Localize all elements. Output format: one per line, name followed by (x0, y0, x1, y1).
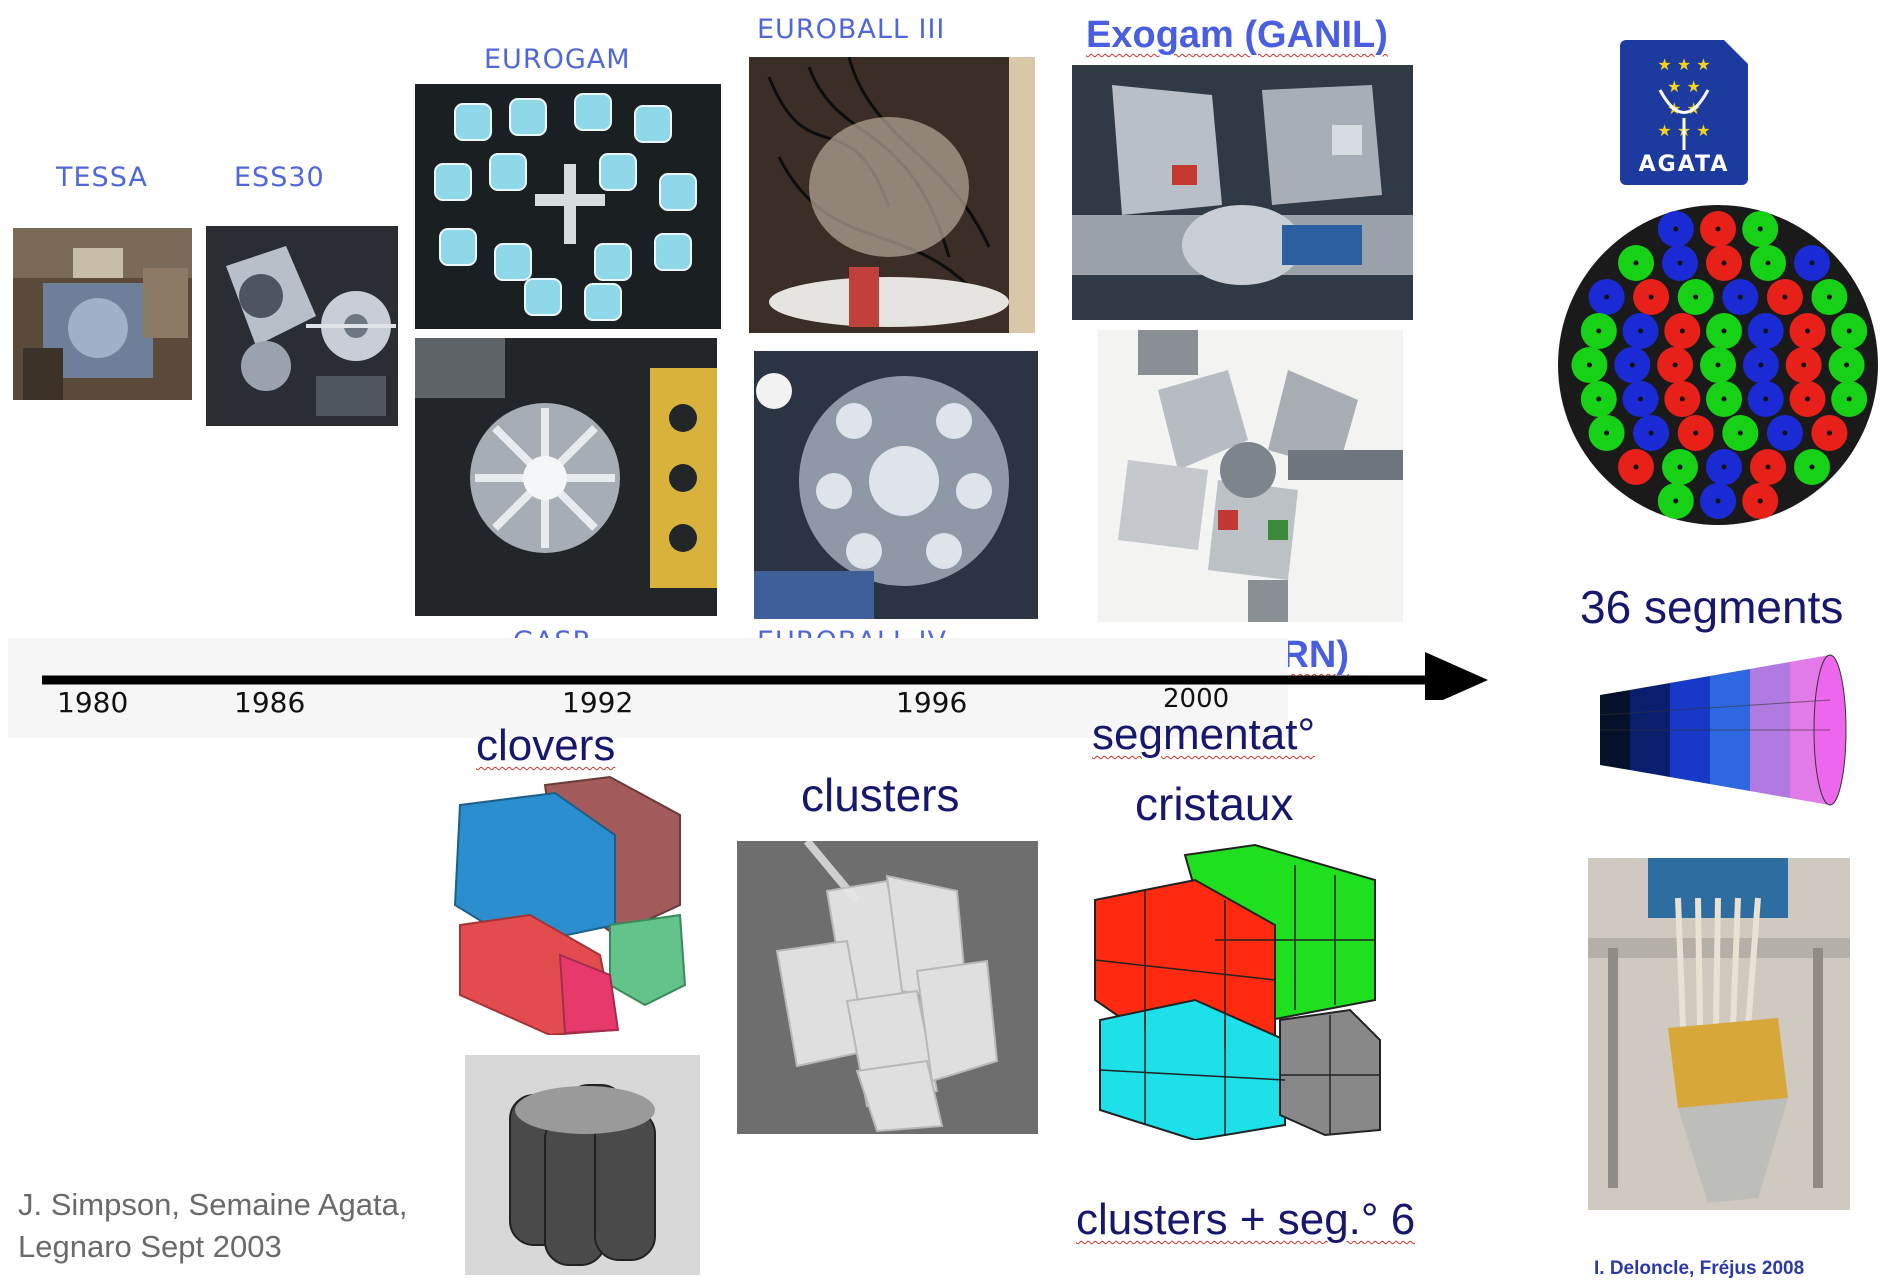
tessa-caption-blank (60, 444, 248, 460)
segmentation-label: segmentat° (1092, 710, 1316, 759)
clover-diagram (453, 775, 687, 1035)
sphere-tile-center (1638, 328, 1643, 334)
sphere-tile-center (1673, 226, 1679, 232)
segmented-crystal-diagram (1599, 654, 1847, 806)
sphere-tile-center (1721, 396, 1727, 402)
eurogam-photo (415, 84, 721, 329)
sphere-tile-center (1809, 260, 1815, 266)
sphere-tile-center (1596, 328, 1602, 334)
svg-text:★ ★: ★ ★ (1667, 77, 1701, 96)
sphere-tile-center (1782, 294, 1788, 300)
agata-sphere (1558, 205, 1878, 525)
year-2000: 2000 (1163, 684, 1230, 714)
svg-text:★ ★: ★ ★ (1667, 99, 1701, 118)
sphere-tile-center (1721, 260, 1727, 266)
sphere-tile-center (1715, 362, 1721, 368)
sphere-tile-center (1782, 430, 1788, 436)
timeline-band (8, 638, 1288, 738)
ess30-photo (206, 226, 398, 426)
sphere-tile-center (1596, 396, 1602, 402)
sphere-tile-center (1648, 430, 1654, 436)
agata-logo-text: AGATA (1638, 152, 1730, 177)
ess30-label: ESS30 (234, 162, 325, 193)
sphere-tile-center (1846, 328, 1852, 334)
gasp-photo (415, 338, 717, 616)
clovers-label: clovers (476, 721, 616, 770)
sphere-tile-center (1633, 464, 1639, 470)
sphere-tile-center (1765, 464, 1771, 470)
tessa-photo (13, 228, 192, 400)
credit-simpson-line1: J. Simpson, Semaine Agata, (18, 1187, 408, 1222)
credit-deloncle: I. Deloncle, Fréjus 2008 (1594, 1258, 1805, 1279)
sphere-tile-center (1677, 260, 1683, 266)
euroball3-label: EUROBALL III (757, 14, 946, 45)
sphere-tile-center (1693, 294, 1699, 300)
year-1986: 1986 (234, 686, 306, 719)
sphere-tile-center (1763, 328, 1769, 334)
clusters-seg-label: clusters + seg.° 6 (1076, 1195, 1416, 1244)
sphere-tile-center (1604, 294, 1610, 300)
sphere-tile-center (1809, 464, 1815, 470)
sphere-tile-center (1844, 362, 1850, 368)
sphere-tile-center (1721, 328, 1727, 334)
sphere-tile-center (1763, 396, 1769, 402)
agata-cluster-photo (1588, 858, 1850, 1210)
eurogam-label: EUROGAM (484, 44, 631, 75)
sphere-tile-center (1677, 464, 1683, 470)
sphere-tile-center (1805, 328, 1810, 334)
sphere-tile-center (1826, 430, 1832, 436)
sphere-tile-center (1846, 396, 1852, 402)
sphere-tile-center (1715, 226, 1721, 232)
sphere-tile-center (1604, 430, 1610, 436)
euroball3-photo (749, 57, 1035, 333)
clover-photo (465, 1055, 700, 1275)
sphere-tile-center (1737, 294, 1743, 300)
clusters-photo (737, 841, 1038, 1134)
sphere-tile-center (1757, 498, 1763, 504)
sphere-tile-center (1737, 430, 1743, 436)
cristaux-label: cristaux (1135, 778, 1294, 830)
sphere-tile-center (1757, 226, 1763, 232)
sphere-tile-center (1673, 498, 1679, 504)
sphere-tile-center (1633, 260, 1639, 266)
tessa-label: TESSA (56, 162, 148, 193)
sphere-tile-center (1758, 362, 1764, 368)
year-1980: 1980 (57, 686, 129, 719)
sphere-tile-center (1801, 362, 1807, 368)
sphere-tile-center (1629, 362, 1635, 368)
sphere-tile-center (1765, 260, 1771, 266)
clusters-label: clusters (801, 769, 960, 821)
exogam-label: Exogam (GANIL) (1086, 14, 1388, 56)
sphere-tile-center (1721, 464, 1727, 470)
sphere-tile-center (1715, 498, 1721, 504)
exogam-photo (1072, 65, 1413, 320)
sphere-tile-center (1586, 362, 1592, 368)
sphere-tile-center (1648, 294, 1654, 300)
miniball-photo (1098, 330, 1403, 622)
credit-simpson-line2: Legnaro Sept 2003 (18, 1229, 282, 1264)
svg-text:★ ★ ★: ★ ★ ★ (1657, 55, 1710, 74)
agata-logo: ★ ★ ★ ★ ★ ★ ★ ★ ★ ★ AGATA (1620, 40, 1748, 185)
sphere-tile-center (1672, 362, 1678, 368)
sphere-tile-center (1679, 396, 1685, 402)
euroball4-photo (754, 351, 1038, 619)
sphere-tile-center (1679, 328, 1685, 334)
segments36-label: 36 segments (1580, 581, 1844, 633)
year-1992: 1992 (562, 686, 634, 719)
sphere-tile-center (1638, 396, 1643, 402)
sphere-tile-center (1826, 294, 1832, 300)
sphere-tile-center (1805, 396, 1810, 402)
sphere-tile-center (1693, 430, 1699, 436)
segmented-cluster-diagram (1094, 843, 1381, 1140)
year-1996: 1996 (896, 686, 968, 719)
timeline-arrow (42, 652, 1488, 700)
